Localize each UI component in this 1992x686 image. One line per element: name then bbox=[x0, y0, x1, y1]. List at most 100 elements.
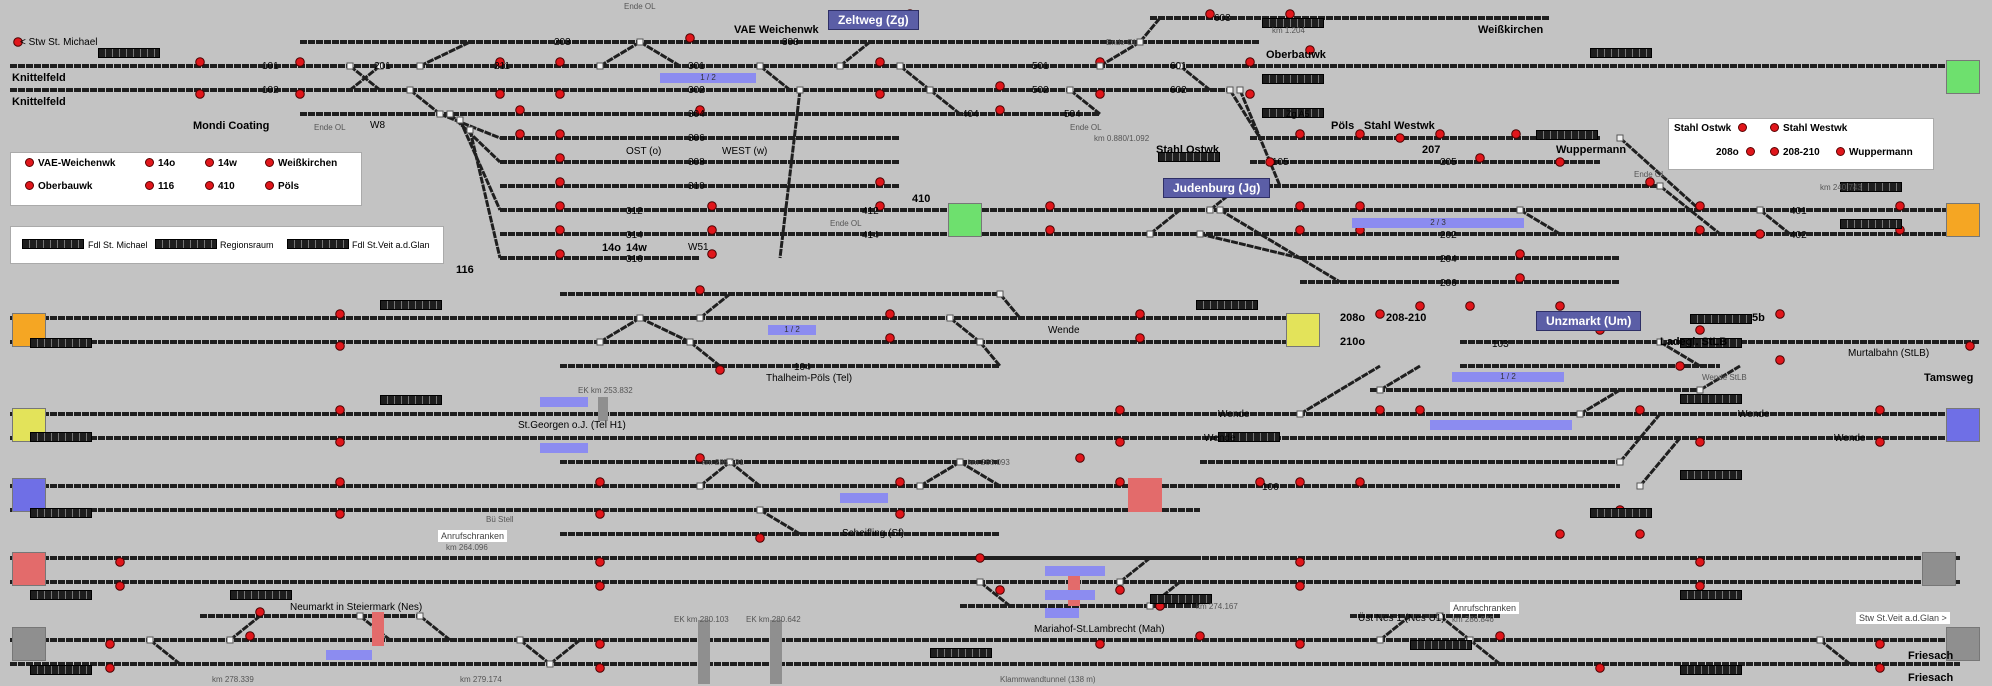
track-segment[interactable] bbox=[1069, 88, 1101, 116]
track-segment[interactable] bbox=[759, 64, 791, 92]
signal-icon[interactable] bbox=[1695, 437, 1705, 447]
track-number[interactable]: 211 bbox=[494, 61, 510, 72]
switch-icon[interactable] bbox=[956, 458, 964, 466]
end-box-orange[interactable] bbox=[1946, 203, 1980, 237]
signal-icon[interactable] bbox=[875, 89, 885, 99]
fdl-button-icon[interactable] bbox=[22, 239, 84, 249]
end-box-orange[interactable] bbox=[12, 313, 46, 347]
signal-icon[interactable] bbox=[555, 153, 565, 163]
end-box-red[interactable] bbox=[12, 552, 46, 586]
track-number[interactable]: 504 bbox=[1064, 109, 1081, 120]
switch-icon[interactable] bbox=[1376, 636, 1384, 644]
track-segment[interactable] bbox=[1299, 364, 1381, 416]
track-number[interactable]: 316 bbox=[626, 254, 643, 265]
track-segment[interactable] bbox=[599, 40, 641, 68]
track-number[interactable]: 404 bbox=[962, 109, 979, 120]
fdl-button-icon[interactable] bbox=[155, 239, 217, 249]
legend-item[interactable]: Pöls bbox=[265, 181, 299, 192]
track-number[interactable]: 312 bbox=[626, 206, 643, 217]
signal-icon[interactable] bbox=[555, 225, 565, 235]
track-number[interactable]: 201 bbox=[374, 61, 391, 72]
track-segment[interactable] bbox=[1439, 614, 1471, 642]
track-segment[interactable] bbox=[1199, 232, 1301, 260]
switch-icon[interactable] bbox=[1616, 458, 1624, 466]
signal-icon[interactable] bbox=[1555, 529, 1565, 539]
signal-icon[interactable] bbox=[1555, 157, 1565, 167]
signal-icon[interactable] bbox=[885, 309, 895, 319]
signal-icon[interactable] bbox=[1635, 405, 1645, 415]
track-segment[interactable] bbox=[599, 316, 641, 344]
track-number[interactable]: 101 bbox=[262, 61, 279, 72]
track-number[interactable]: 106 bbox=[1262, 482, 1279, 493]
switch-icon[interactable] bbox=[636, 314, 644, 322]
track-segment[interactable] bbox=[929, 88, 961, 116]
block-indicator[interactable] bbox=[380, 300, 442, 310]
track-number[interactable]: 304 bbox=[688, 109, 705, 120]
switch-icon[interactable] bbox=[1066, 86, 1074, 94]
track-number[interactable]: 602 bbox=[1170, 85, 1187, 96]
block-indicator[interactable] bbox=[1680, 338, 1742, 348]
signal-icon[interactable] bbox=[335, 509, 345, 519]
signal-icon[interactable] bbox=[1135, 333, 1145, 343]
legend-item[interactable]: Wuppermann bbox=[1836, 147, 1913, 158]
track-number[interactable]: 502 bbox=[1032, 85, 1049, 96]
switch-icon[interactable] bbox=[546, 660, 554, 668]
track-segment[interactable] bbox=[519, 638, 551, 666]
signal-icon[interactable] bbox=[195, 89, 205, 99]
signal-icon[interactable] bbox=[1295, 581, 1305, 591]
track-segment[interactable] bbox=[1618, 413, 1662, 463]
signal-icon[interactable] bbox=[975, 553, 985, 563]
signal-icon[interactable] bbox=[1095, 639, 1105, 649]
signal-icon[interactable] bbox=[1675, 361, 1685, 371]
signal-icon[interactable] bbox=[1295, 477, 1305, 487]
track-number[interactable]: 401 bbox=[1790, 206, 1807, 217]
signal-icon[interactable] bbox=[1115, 405, 1125, 415]
track-segment[interactable] bbox=[978, 341, 1002, 367]
track-segment[interactable] bbox=[1379, 614, 1411, 642]
signal-icon[interactable] bbox=[1355, 477, 1365, 487]
signal-icon[interactable] bbox=[495, 57, 505, 67]
block-indicator[interactable] bbox=[1262, 18, 1324, 28]
track-segment[interactable] bbox=[759, 508, 801, 536]
signal-icon[interactable] bbox=[1695, 581, 1705, 591]
switch-icon[interactable] bbox=[1236, 86, 1244, 94]
switch-icon[interactable] bbox=[416, 62, 424, 70]
track-segment[interactable] bbox=[1519, 208, 1561, 236]
switch-icon[interactable] bbox=[1096, 62, 1104, 70]
switch-icon[interactable] bbox=[1296, 410, 1304, 418]
track-segment[interactable] bbox=[1618, 136, 1702, 212]
switch-icon[interactable] bbox=[1656, 182, 1664, 190]
legend-item[interactable]: VAE-Weichenwk bbox=[25, 158, 115, 169]
track-segment[interactable] bbox=[1579, 388, 1621, 416]
signal-icon[interactable] bbox=[1695, 325, 1705, 335]
signal-icon[interactable] bbox=[595, 639, 605, 649]
switch-icon[interactable] bbox=[406, 86, 414, 94]
signal-icon[interactable] bbox=[595, 557, 605, 567]
track-number[interactable]: 204 bbox=[1440, 254, 1457, 265]
signal-icon[interactable] bbox=[245, 631, 255, 641]
switch-icon[interactable] bbox=[1656, 338, 1664, 346]
track-segment[interactable] bbox=[899, 64, 931, 92]
track-number[interactable]: 302 bbox=[688, 85, 705, 96]
block-indicator[interactable] bbox=[1218, 432, 1280, 442]
signal-icon[interactable] bbox=[875, 57, 885, 67]
signal-icon[interactable] bbox=[335, 309, 345, 319]
block-indicator[interactable] bbox=[930, 648, 992, 658]
track-segment[interactable] bbox=[458, 119, 502, 211]
end-box-blue[interactable] bbox=[12, 478, 46, 512]
block-indicator[interactable] bbox=[1262, 108, 1324, 118]
signal-icon[interactable] bbox=[1375, 405, 1385, 415]
end-box-grey[interactable] bbox=[1922, 552, 1956, 586]
track-segment[interactable] bbox=[549, 638, 581, 666]
track-number[interactable]: 306 bbox=[688, 133, 705, 144]
switch-icon[interactable] bbox=[596, 338, 604, 346]
signal-icon[interactable] bbox=[335, 405, 345, 415]
switch-icon[interactable] bbox=[146, 636, 154, 644]
signal-icon[interactable] bbox=[1045, 225, 1055, 235]
signal-icon[interactable] bbox=[875, 177, 885, 187]
track-number[interactable]: 104 bbox=[794, 362, 811, 373]
switch-icon[interactable] bbox=[446, 110, 454, 118]
signal-icon[interactable] bbox=[555, 177, 565, 187]
track-number[interactable]: 103 bbox=[1492, 339, 1509, 350]
track-segment[interactable] bbox=[1138, 17, 1162, 43]
